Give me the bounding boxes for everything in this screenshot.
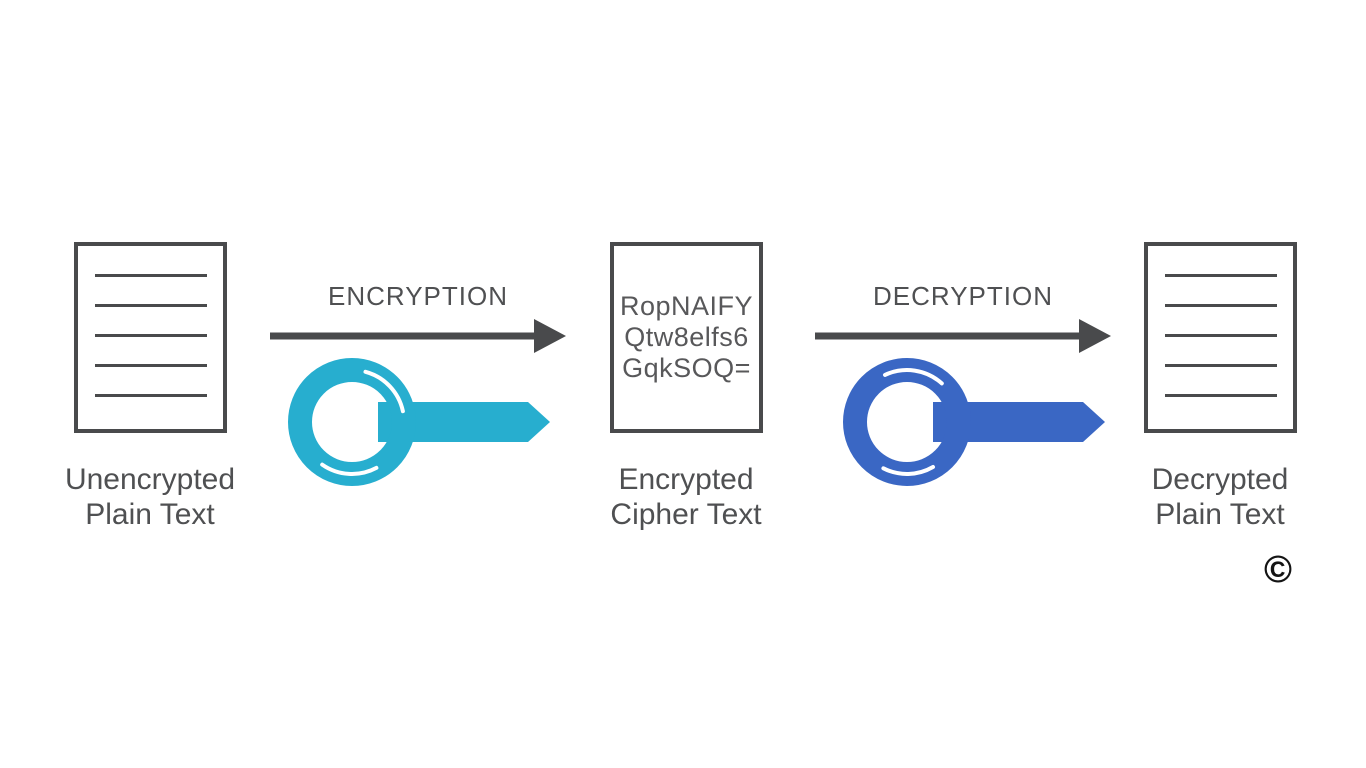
cipher-text-block: RopNAIFY Qtw8elfs6 GqkSOQ= xyxy=(614,246,759,429)
caption-line: Plain Text xyxy=(1155,498,1285,531)
decryption-arrow-icon xyxy=(815,319,1111,353)
document-text-line xyxy=(94,394,207,397)
document-text-line xyxy=(94,274,207,277)
encryption-key-icon xyxy=(288,358,550,486)
decryption-key-icon xyxy=(843,358,1105,486)
cipher-text-caption: Encrypted Cipher Text xyxy=(556,462,816,532)
document-text-line xyxy=(1164,274,1277,277)
decryption-step-label: DECRYPTION xyxy=(873,281,1053,311)
document-text-line xyxy=(94,334,207,337)
document-text-line xyxy=(94,364,207,367)
document-text-line xyxy=(1164,364,1277,367)
caption-line: Plain Text xyxy=(85,498,215,531)
decrypted-document-icon xyxy=(1144,242,1297,433)
decrypted-text-caption: Decrypted Plain Text xyxy=(1090,462,1350,532)
caption-line: Cipher Text xyxy=(610,498,762,531)
encryption-step-label: ENCRYPTION xyxy=(328,281,508,311)
cipher-text-line: GqkSOQ= xyxy=(622,353,751,383)
plain-text-document-icon xyxy=(74,242,227,433)
encryption-arrow-icon xyxy=(270,319,566,353)
caption-line: Unencrypted xyxy=(64,463,236,496)
caption-line: Decrypted xyxy=(1151,463,1289,496)
cipher-text-line: RopNAIFY xyxy=(619,291,754,321)
cipher-text-document-icon: RopNAIFY Qtw8elfs6 GqkSOQ= xyxy=(610,242,763,433)
copyright-icon: © xyxy=(1264,549,1292,591)
document-text-line xyxy=(1164,304,1277,307)
plain-text-caption: Unencrypted Plain Text xyxy=(20,462,280,532)
document-text-line xyxy=(1164,334,1277,337)
document-text-line xyxy=(1164,394,1277,397)
document-text-line xyxy=(94,304,207,307)
caption-line: Encrypted xyxy=(618,463,754,496)
cipher-text-line: Qtw8elfs6 xyxy=(624,322,749,352)
